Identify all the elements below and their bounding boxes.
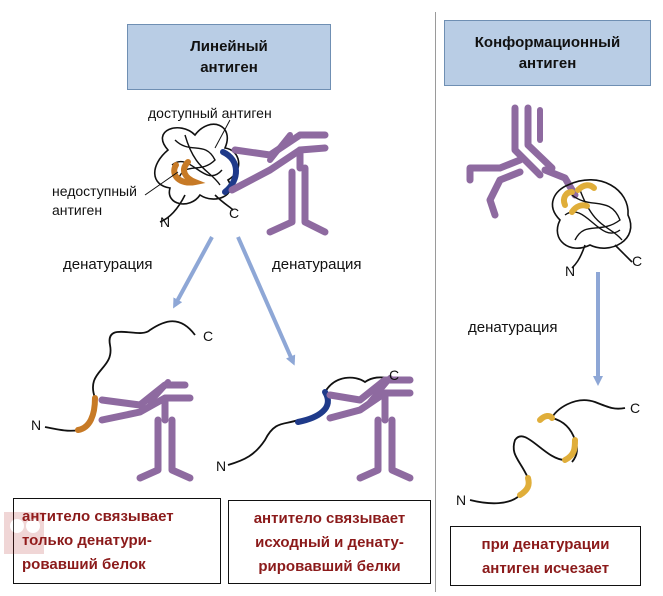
denaturation-label-right: денатурация <box>468 319 558 336</box>
watermark-logo <box>4 512 44 554</box>
conformational-epitope <box>560 182 597 215</box>
n-terminus-conformational: N <box>565 263 576 279</box>
conformational-antigen-header: Конформационный антиген <box>444 20 651 86</box>
n-terminus-right: N <box>456 492 467 508</box>
accessible-leader <box>214 119 231 149</box>
c-terminus-middle: C <box>389 367 400 383</box>
linear-antigen-title: Линейный антиген <box>190 38 268 76</box>
note-middle: антитело связывает исходный и денату- ри… <box>228 500 431 584</box>
antibody-middle <box>326 375 414 482</box>
n-terminus-left: N <box>31 417 42 433</box>
denatured-chain-right <box>469 399 626 505</box>
note-left: антитело связывает только денатури- рова… <box>13 498 221 584</box>
c-terminus-left: C <box>203 328 214 344</box>
native-globular-protein <box>153 123 240 223</box>
inaccessible-leader <box>144 171 179 196</box>
c-terminus-right: C <box>630 400 641 416</box>
inaccessible-epitope <box>171 159 206 186</box>
linear-antigen-header: Линейный антиген <box>127 24 331 90</box>
denaturation-label-left: денатурация <box>63 256 153 273</box>
conformational-antigen-title: Конформационный антиген <box>474 34 621 72</box>
n-terminus-middle: N <box>216 458 227 474</box>
arrow-denature-middle <box>236 236 296 366</box>
exposed-epitope-middle <box>295 389 331 425</box>
note-right: при денатурации антиген исчезает <box>450 526 641 586</box>
accessible-epitope <box>220 149 239 195</box>
antibody-left <box>98 379 194 482</box>
c-terminus-conformational: C <box>632 253 643 269</box>
arrow-denature-left <box>173 236 214 309</box>
panel-divider <box>435 12 436 592</box>
c-terminus-native: C <box>229 205 240 221</box>
exposed-epitope-left <box>75 395 98 433</box>
antibody-native <box>228 131 329 236</box>
denaturation-label-middle: денатурация <box>272 256 362 273</box>
lost-epitope-segments <box>517 412 578 498</box>
antibody-conformational <box>466 104 579 219</box>
accessible-antigen-label: доступный антиген <box>148 105 272 121</box>
n-terminus-native: N <box>160 214 171 230</box>
conformational-protein <box>551 179 633 269</box>
inaccessible-antigen-label: недоступный антиген <box>52 183 137 218</box>
